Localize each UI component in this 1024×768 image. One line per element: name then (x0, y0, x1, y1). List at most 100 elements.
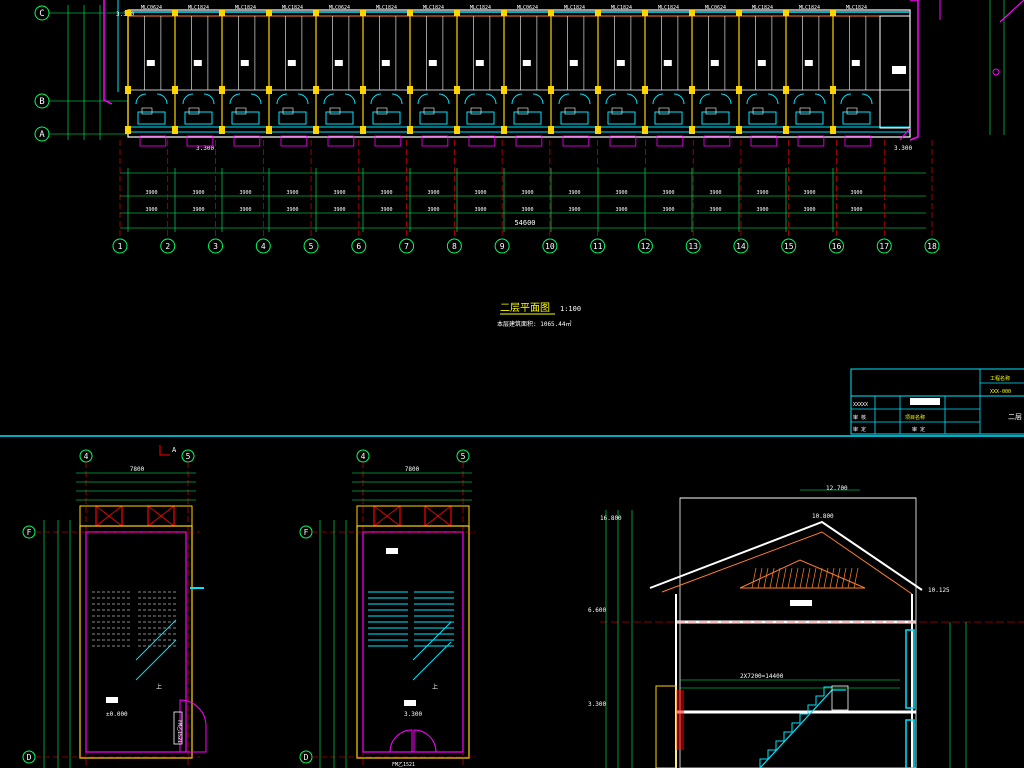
corridor-window (842, 111, 871, 125)
corridor-window (137, 111, 166, 125)
segment-dim: 3900 (474, 207, 486, 213)
title-block-right: 二层 (1008, 413, 1022, 421)
floor2-elev: 6.600 (588, 607, 606, 614)
column (689, 10, 695, 16)
axis-label: 10 (545, 242, 555, 251)
stair-step (791, 722, 800, 732)
door-swing (229, 93, 241, 105)
row-axis-label: C (39, 9, 44, 19)
section-mark: A (172, 446, 177, 454)
segment-dim: 3900 (192, 207, 204, 213)
axis-label: 12 (641, 242, 651, 251)
door-swing (203, 93, 215, 105)
room-label (381, 60, 390, 66)
room-label (287, 60, 296, 66)
plinth (280, 135, 308, 147)
door-swing (626, 93, 638, 105)
title-block-row4: 审 定 (853, 426, 866, 433)
column (172, 10, 178, 16)
segment-dim: 3900 (333, 190, 345, 196)
door-swing (699, 93, 711, 105)
stair-plan-middle: 4 5 7800 上 3.300 FM乙1521 F D (299, 449, 475, 768)
axis-label: 2 (165, 242, 170, 251)
door-swing (558, 93, 570, 105)
elev-text: ±0.000 (106, 711, 128, 718)
title-block-row1: 工程名称 (990, 375, 1010, 382)
column (360, 126, 366, 134)
door-swing (156, 93, 168, 105)
window-sill (658, 107, 670, 115)
stair-step (767, 749, 776, 759)
plan-scale: 1:100 (560, 305, 581, 313)
axis-label: 11 (593, 242, 603, 251)
column (407, 10, 413, 16)
door-swing (323, 93, 335, 105)
column (642, 10, 648, 16)
segment-dim: 3900 (662, 190, 674, 196)
window-sill (141, 107, 153, 115)
axis-label: 7 (404, 242, 409, 251)
window-tag: MLC1824 (423, 5, 444, 11)
door-swing (532, 93, 544, 105)
column (454, 10, 460, 16)
room-label (522, 60, 531, 66)
door-swing (391, 93, 403, 105)
door-swing (511, 93, 523, 105)
segment-dim: 3900 (380, 207, 392, 213)
door-swing (767, 93, 779, 105)
plinth (468, 135, 496, 147)
room-label (851, 60, 860, 66)
segment-dim: 3900 (333, 207, 345, 213)
axis-bubble (733, 238, 749, 254)
axis-label: 4 (361, 452, 366, 461)
axis-label: D (304, 753, 309, 762)
door-swing (814, 93, 826, 105)
column (501, 126, 507, 134)
floor1-elev: 3.300 (588, 701, 606, 708)
svg-text:审 定: 审 定 (912, 426, 925, 433)
window-sill (470, 107, 482, 115)
segment-dim: 3900 (286, 207, 298, 213)
column (501, 10, 507, 16)
plinth (374, 135, 402, 147)
segment-dim: 3900 (145, 190, 157, 196)
corridor-window (795, 111, 824, 125)
segment-dim: 3900 (286, 190, 298, 196)
segment-dim: 3900 (803, 207, 815, 213)
axis-bubble (494, 238, 510, 254)
segment-dim: 3900 (474, 190, 486, 196)
window-sill (752, 107, 764, 115)
door-swing (438, 93, 450, 105)
corridor-window (513, 111, 542, 125)
plinth (750, 135, 778, 147)
stair-step (807, 704, 816, 714)
column (548, 10, 554, 16)
door-swing (344, 93, 356, 105)
door-swing (250, 93, 262, 105)
room-label (240, 60, 249, 66)
axis-label: 5 (309, 242, 314, 251)
hatch-line (799, 567, 805, 589)
stair-step (799, 713, 808, 723)
title-block-row3: 审 核 (853, 414, 866, 421)
segment-dim: 3900 (662, 207, 674, 213)
plinth (515, 135, 543, 147)
door-swing (861, 93, 873, 105)
room-label (710, 60, 719, 66)
axis-bubble (685, 238, 701, 254)
room-label (804, 60, 813, 66)
plinth (609, 135, 637, 147)
axis-label: 1 (118, 242, 123, 251)
window-sill (705, 107, 717, 115)
eave-elev-right: 10.125 (928, 587, 950, 594)
window-tag: MLC1824 (282, 5, 303, 11)
column (266, 10, 272, 16)
column (595, 126, 601, 134)
hatch-line (757, 567, 763, 589)
up-text: 上 (156, 683, 162, 691)
door-swing (720, 93, 732, 105)
hatch-line (805, 567, 811, 589)
stair-treads (368, 591, 454, 647)
column (219, 10, 225, 16)
building-section: 12.700 10.800 10.125 6.600 3.300 16.800 (588, 485, 1024, 768)
